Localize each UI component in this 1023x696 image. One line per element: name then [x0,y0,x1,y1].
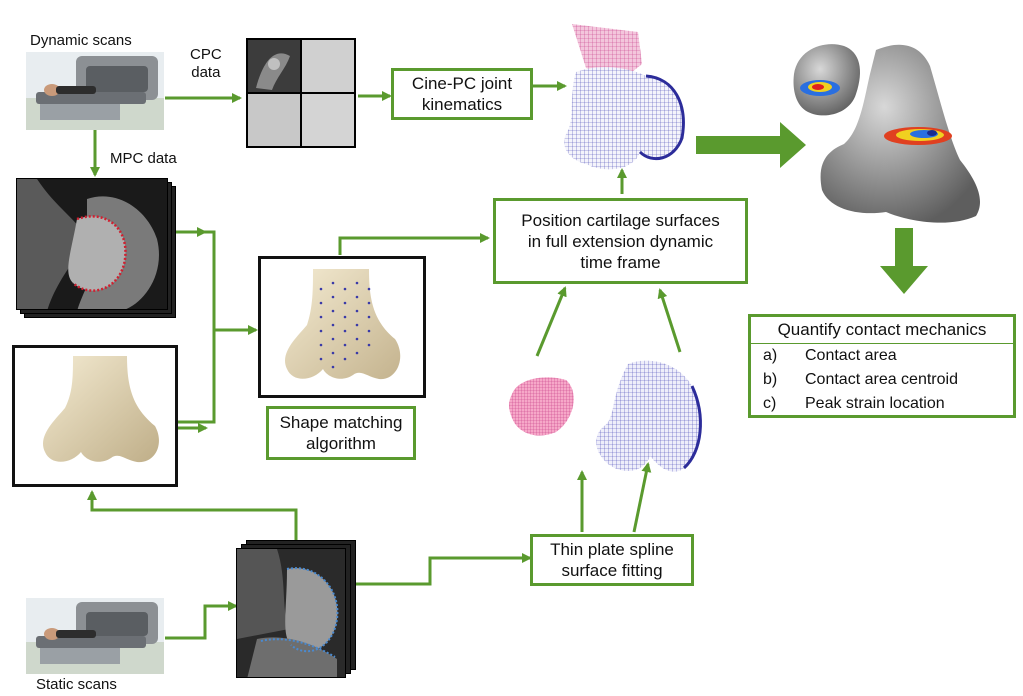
position-cartilage-surfaces-box: Position cartilage surfaces in full exte… [493,198,748,284]
dynamic-scans-label: Dynamic scans [30,32,132,50]
quantify-item: a)Contact area [751,344,1013,368]
cpc-image-grid [246,38,356,148]
cpc-data-label: CPC data [190,46,222,82]
dynamic-scanner-image [26,52,164,130]
mri-image-stack [16,178,178,320]
quantify-contact-mechanics-box: Quantify contact mechanics a)Contact are… [748,314,1016,418]
shape-matching-frame [258,256,426,398]
quantify-item: c)Peak strain location [751,392,1013,416]
shape-matching-algorithm-box: Shape matching algorithm [266,406,416,460]
quantify-title: Quantify contact mechanics [751,317,1013,344]
femur-cartilage-mesh [556,14,696,178]
bone-model-frame [12,345,178,487]
quantify-item: b)Contact area centroid [751,368,1013,392]
static-scans-label: Static scans [36,676,117,694]
patellar-cartilage-mesh [506,372,580,440]
femoral-cartilage-mesh-lower [588,356,708,480]
mpc-data-label: MPC data [110,150,177,168]
static-scanner-image [26,598,164,674]
contact-map-bone-render [790,40,990,226]
cine-pc-kinematics-box: Cine-PC joint kinematics [391,68,533,120]
thin-plate-spline-box: Thin plate spline surface fitting [530,534,694,586]
static-mri-stack [236,540,358,680]
